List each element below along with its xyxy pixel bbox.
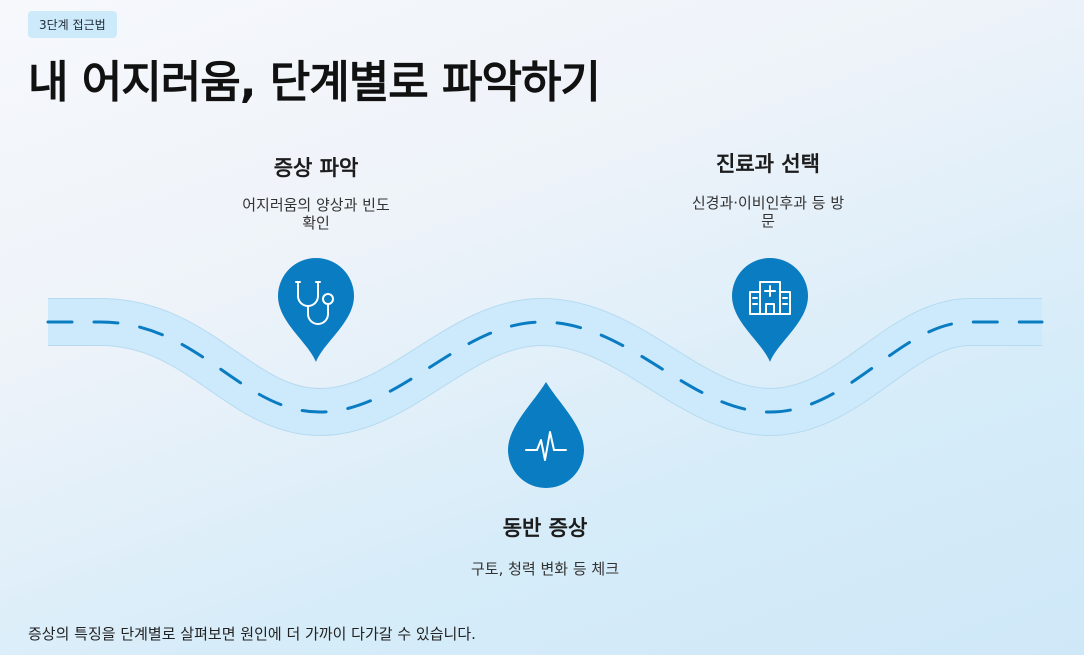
step3-pin — [732, 258, 808, 362]
step2-title: 동반 증상 — [502, 516, 588, 540]
step1-desc-line1: 어지러움의 양상과 빈도 — [242, 196, 390, 214]
step-accompanying: 동반 증상 구토, 청력 변화 등 체크 — [440, 512, 650, 578]
step3-desc-line2: 문 — [761, 212, 775, 230]
step1-pin — [278, 258, 354, 362]
section-badge: 3단계 접근법 — [28, 11, 117, 38]
road-surface — [48, 299, 1042, 435]
footer-note: 증상의 특징을 단계별로 살펴보면 원인에 더 가까이 다가갈 수 있습니다. — [28, 625, 476, 643]
step1-desc-line2: 확인 — [302, 214, 330, 232]
step3-desc-line1: 신경과·이비인후과 등 방 — [691, 194, 845, 212]
step2-desc-line1: 구토, 청력 변화 등 체크 — [470, 560, 620, 578]
step3-desc: 신경과·이비인후과 등 방 문 — [670, 194, 866, 230]
step1-desc: 어지러움의 양상과 빈도 확인 — [216, 196, 416, 232]
step1-title: 증상 파악 — [273, 156, 359, 180]
step-department: 진료과 선택 신경과·이비인후과 등 방 문 — [670, 148, 866, 230]
step2-desc: 구토, 청력 변화 등 체크 — [440, 560, 650, 578]
page-title: 내 어지러움, 단계별로 파악하기 — [28, 57, 601, 108]
stethoscope-icon — [295, 281, 334, 325]
step2-pin — [508, 382, 584, 488]
step-symptom: 증상 파악 어지러움의 양상과 빈도 확인 — [216, 152, 416, 232]
heartbeat-icon — [525, 431, 567, 461]
step3-title: 진료과 선택 — [716, 152, 820, 176]
hospital-icon — [749, 281, 791, 315]
